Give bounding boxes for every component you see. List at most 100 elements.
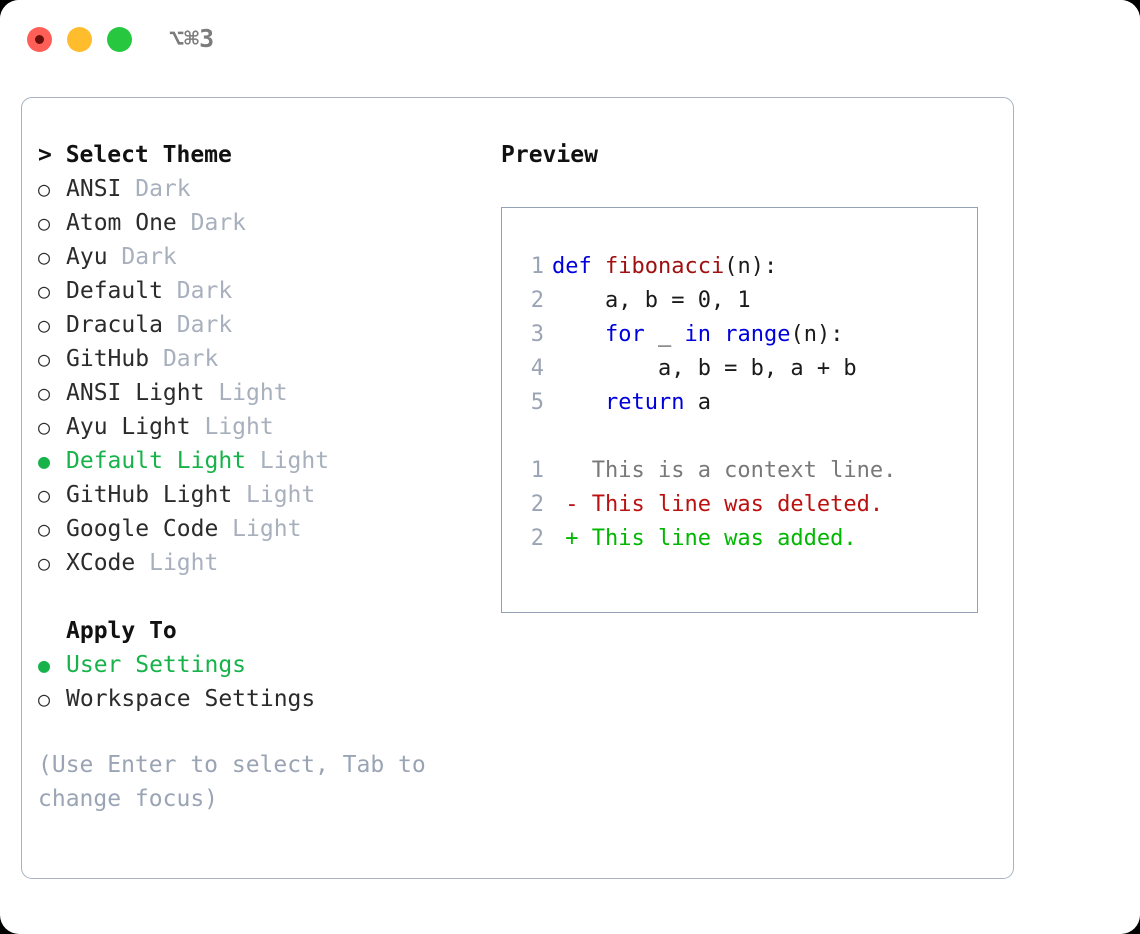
theme-option-ayu-light[interactable]: ○Ayu Light Light — [38, 410, 488, 444]
theme-option-tag: Light — [246, 448, 330, 474]
theme-option-label: GitHub Light — [66, 482, 233, 508]
theme-option-tag: Light — [218, 516, 302, 542]
theme-option-label: XCode — [66, 550, 136, 576]
code-token: a, b = b, a + b — [552, 356, 857, 381]
code-token: a, b = 0, 1 — [552, 288, 751, 313]
line-number: 1 — [530, 458, 544, 483]
diff-line-text: + This line was added. — [552, 526, 857, 551]
theme-option-label: Default — [66, 278, 163, 304]
radio-unselected-icon: ○ — [38, 517, 51, 541]
diff-line: 2 + This line was added. — [502, 522, 977, 556]
theme-option-dracula[interactable]: ○ Dracula Dark — [38, 308, 488, 342]
code-token: (n): — [790, 322, 844, 347]
line-number: 3 — [530, 322, 544, 347]
radio-unselected-icon: ○ — [38, 279, 51, 303]
keyboard-shortcut-label: ⌥⌘3 — [169, 24, 215, 53]
theme-option-tag: Light — [204, 380, 288, 406]
theme-option-label: Atom One — [66, 210, 177, 236]
diff-line-text: - This line was deleted. — [552, 492, 884, 517]
apply-to-option-workspace-settings[interactable]: ○Workspace Settings — [38, 682, 488, 716]
code-diff-separator — [502, 420, 977, 454]
theme-option-xcode[interactable]: ○ XCode Light — [38, 546, 488, 580]
radio-unselected-icon: ○ — [38, 381, 51, 405]
theme-option-label: ANSI — [66, 176, 122, 202]
code-token: in — [684, 322, 711, 347]
theme-option-ayu[interactable]: ○ Ayu Dark — [38, 240, 488, 274]
apply-to-option-label: User Settings — [66, 652, 247, 678]
diff-line: 1 This is a context line. — [502, 454, 977, 488]
radio-unselected-icon: ○ — [38, 483, 51, 507]
theme-list[interactable]: ○ ANSI Dark ○ Atom One Dark ○ Ayu Dark ○ Defaul… — [38, 172, 488, 580]
code-token: (n): — [724, 254, 778, 279]
line-number: 2 — [530, 492, 544, 517]
apply-to-list[interactable]: ● User Settings ○Workspace Settings — [38, 648, 488, 716]
radio-unselected-icon: ○ — [38, 347, 51, 371]
select-theme-heading: > Select Theme — [38, 142, 232, 168]
apply-to-option-user-settings[interactable]: ● User Settings — [38, 648, 488, 682]
theme-option-tag: Light — [135, 550, 219, 576]
code-line: 4 a, b = b, a + b — [502, 352, 977, 386]
theme-option-label: ANSI Light — [66, 380, 205, 406]
theme-option-tag: Light — [190, 414, 274, 440]
radio-selected-icon: ● — [38, 449, 51, 473]
radio-unselected-icon: ○ — [38, 687, 51, 711]
maximize-button[interactable] — [107, 27, 132, 52]
theme-option-label: Ayu — [66, 244, 108, 270]
code-token — [711, 322, 724, 347]
radio-unselected-icon: ○ — [38, 551, 51, 575]
line-number: 5 — [530, 390, 544, 415]
theme-option-ansi[interactable]: ○ ANSI Dark — [38, 172, 488, 206]
theme-option-tag: Dark — [107, 244, 177, 270]
radio-unselected-icon: ○ — [38, 313, 51, 337]
code-line: 1 def fibonacci(n): — [502, 250, 977, 284]
code-line: 2 a, b = 0, 1 — [502, 284, 977, 318]
line-number: 2 — [530, 526, 544, 551]
title-bar: ⌥⌘3 — [0, 0, 1140, 78]
close-button[interactable] — [27, 27, 52, 52]
radio-unselected-icon: ○ — [38, 245, 51, 269]
theme-option-github[interactable]: ○GitHub Dark — [38, 342, 488, 376]
code-line: 3 for _ in range(n): — [502, 318, 977, 352]
theme-option-label: Default Light — [66, 448, 247, 474]
line-number: 1 — [530, 254, 544, 279]
theme-option-label: GitHub — [66, 346, 150, 372]
theme-option-tag: Dark — [162, 278, 233, 304]
code-token: return — [604, 390, 685, 415]
theme-selector-column: > Select Theme ○ANSI Dark○Atom One Dark○… — [38, 138, 488, 816]
theme-option-tag: Dark — [121, 176, 191, 202]
radio-unselected-icon: ○ — [38, 177, 51, 201]
minimize-button[interactable] — [67, 27, 92, 52]
theme-option-default[interactable]: ○ Default Dark — [38, 274, 488, 308]
radio-unselected-icon: ○ — [38, 211, 51, 235]
theme-option-ansi-light[interactable]: ○ ANSI Light Light — [38, 376, 488, 410]
theme-option-tag: Light — [232, 482, 316, 508]
diff-line: 2 - This line was deleted. — [502, 488, 977, 522]
line-number: 4 — [530, 356, 544, 381]
theme-option-default-light[interactable]: ● Default Light Light — [38, 444, 488, 478]
main-panel: > Select Theme ○ANSI Dark○Atom One Dark○… — [21, 97, 1014, 879]
code-token: fibonacci — [604, 254, 725, 279]
theme-option-label: Google Code — [66, 516, 219, 542]
preview-heading: Preview — [501, 142, 598, 168]
line-number: 2 — [530, 288, 544, 313]
code-token: a — [684, 390, 711, 415]
code-token: range — [724, 322, 791, 347]
keyboard-hint-text: (Use Enter to select, Tab to change focu… — [38, 752, 440, 812]
apply-to-heading: Apply To — [66, 618, 177, 644]
code-line: 5 return a — [502, 386, 977, 420]
theme-option-google-code[interactable]: ○ Google Code Light — [38, 512, 488, 546]
radio-selected-icon: ● — [38, 653, 51, 677]
theme-option-label: Dracula — [66, 312, 163, 338]
theme-option-tag: Dark — [162, 312, 233, 338]
theme-option-label: Ayu Light — [66, 414, 191, 440]
code-token: def — [552, 254, 605, 279]
code-token — [552, 390, 605, 415]
theme-option-github-light[interactable]: ○ GitHub Light Light — [38, 478, 488, 512]
list-spacer — [38, 580, 488, 614]
theme-option-atom-one[interactable]: ○Atom One Dark — [38, 206, 488, 240]
diff-line-text: This is a context line. — [552, 458, 897, 483]
